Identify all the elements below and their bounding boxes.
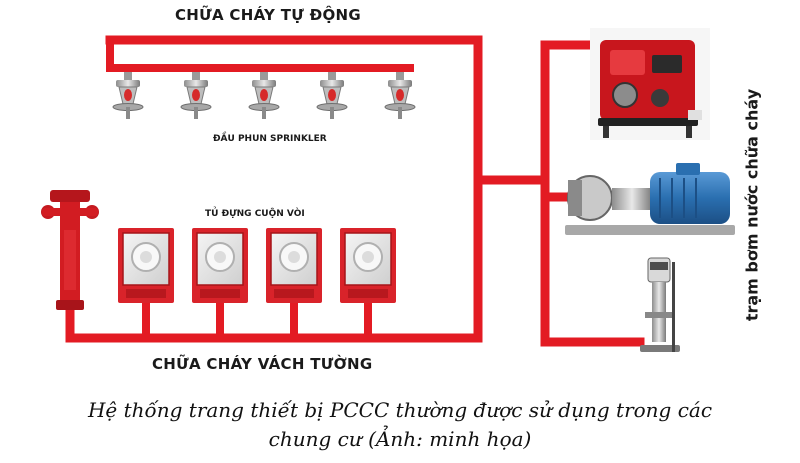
hose-cabinet-icon	[118, 228, 174, 338]
sprinkler-head-icon	[384, 72, 416, 119]
image-caption: Hệ thống trang thiết bị PCCC thường được…	[0, 396, 800, 454]
diagram-canvas	[41, 28, 735, 352]
sprinkler-head-icon	[180, 72, 212, 119]
sprinkler-branch-pipe	[106, 36, 414, 72]
wall-firefighting-title: CHỮA CHÁY VÁCH TƯỜNG	[152, 355, 373, 373]
top-main-pipe	[65, 35, 483, 343]
caption-line-1: Hệ thống trang thiết bị PCCC thường được…	[87, 398, 713, 422]
pipe-network	[65, 35, 645, 347]
sprinkler-heads	[112, 72, 416, 119]
fire-hydrant-icon	[41, 190, 99, 310]
sprinkler-head-icon	[316, 72, 348, 119]
portable-fire-pump-icon	[590, 28, 710, 140]
hose-cabinet-icon	[340, 228, 396, 338]
hose-cabinets	[118, 228, 396, 338]
sprinkler-label: ĐẦU PHUN SPRINKLER	[213, 134, 327, 144]
sprinkler-head-icon	[248, 72, 280, 119]
jockey-pump-icon	[640, 257, 680, 352]
hose-cabinet-label: TỦ ĐỰNG CUỘN VÒI	[205, 209, 305, 219]
hose-cabinet-icon	[192, 228, 248, 338]
caption-line-2: chung cư (Ảnh: minh họa)	[268, 427, 532, 451]
hose-cabinet-icon	[266, 228, 322, 338]
auto-firefighting-title: CHỮA CHÁY TỰ ĐỘNG	[175, 6, 362, 24]
pump-station-label: trạm bơm nước chữa cháy	[742, 88, 762, 322]
electric-pump-icon	[565, 163, 735, 235]
sprinkler-head-icon	[112, 72, 144, 119]
